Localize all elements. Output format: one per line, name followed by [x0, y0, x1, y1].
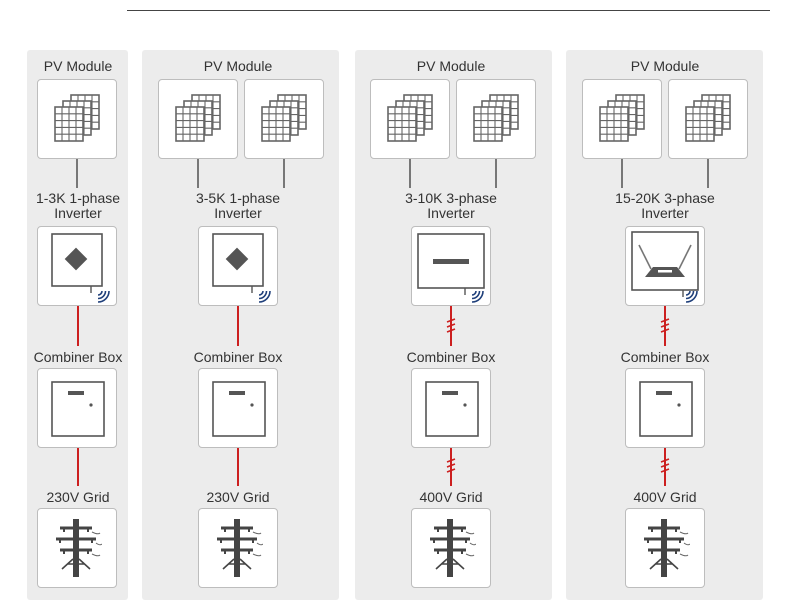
combiner-box-icon	[212, 381, 266, 437]
inverter-rating-label: 15-20K 3-phase	[615, 190, 715, 206]
ac-wire	[664, 448, 666, 486]
pv-module-card	[244, 79, 324, 159]
dc-wire	[621, 159, 623, 188]
power-tower-icon	[217, 519, 263, 577]
combiner-box-card	[411, 368, 491, 448]
solar-panel-icon	[261, 94, 307, 142]
power-tower-icon	[430, 519, 476, 577]
grid-card	[625, 508, 705, 588]
inverter-label: Inverter	[427, 205, 475, 221]
wifi-signal-icon	[258, 290, 271, 303]
inverter-rating-label: 1-3K 1-phase	[35, 190, 121, 206]
three-phase-marker	[660, 458, 670, 473]
pv-module-label: PV Module	[416, 58, 486, 74]
top-divider	[127, 10, 770, 11]
grid-label: 400V Grid	[419, 489, 483, 505]
inverter-card	[198, 226, 278, 306]
solar-panel-icon	[54, 94, 100, 142]
solar-panel-icon	[175, 94, 221, 142]
grid-label: 230V Grid	[46, 489, 110, 505]
inverter-icon	[51, 233, 103, 293]
three-phase-marker	[446, 458, 456, 473]
wifi-signal-icon	[97, 290, 110, 303]
pv-module-card	[582, 79, 662, 159]
combiner-box-label: Combiner Box	[620, 349, 710, 365]
inverter-icon	[631, 231, 699, 297]
dc-wire	[283, 159, 285, 188]
inverter-rating-label: 3-5K 1-phase	[195, 190, 281, 206]
inverter-icon	[212, 233, 264, 293]
three-phase-marker	[446, 318, 456, 333]
combiner-box-label: Combiner Box	[33, 349, 123, 365]
combiner-box-card	[625, 368, 705, 448]
inverter-rating-label: 3-10K 3-phase	[405, 190, 497, 206]
grid-card	[37, 508, 117, 588]
combiner-box-label: Combiner Box	[406, 349, 496, 365]
ac-wire	[77, 306, 79, 346]
inverter-card	[411, 226, 491, 306]
pv-module-card	[668, 79, 748, 159]
dc-wire	[495, 159, 497, 188]
pv-module-card	[158, 79, 238, 159]
combiner-box-icon	[425, 381, 479, 437]
pv-module-card	[456, 79, 536, 159]
power-tower-icon	[56, 519, 102, 577]
power-tower-icon	[644, 519, 690, 577]
ac-wire	[237, 448, 239, 486]
inverter-icon	[417, 233, 485, 295]
inverter-label: Inverter	[641, 205, 689, 221]
inverter-label: Inverter	[214, 205, 262, 221]
wifi-signal-icon	[471, 290, 484, 303]
three-phase-marker	[660, 318, 670, 333]
combiner-box-icon	[51, 381, 105, 437]
grid-card	[411, 508, 491, 588]
combiner-box-icon	[639, 381, 693, 437]
grid-card	[198, 508, 278, 588]
pv-module-label: PV Module	[43, 58, 113, 74]
inverter-label: Inverter	[54, 205, 102, 221]
combiner-box-card	[37, 368, 117, 448]
ac-wire	[450, 448, 452, 486]
ac-wire	[77, 448, 79, 486]
solar-panel-icon	[599, 94, 645, 142]
dc-wire	[197, 159, 199, 188]
inverter-card	[37, 226, 117, 306]
wifi-signal-icon	[685, 290, 698, 303]
combiner-box-card	[198, 368, 278, 448]
dc-wire	[409, 159, 411, 188]
pv-module-label: PV Module	[630, 58, 700, 74]
ac-wire	[237, 306, 239, 346]
combiner-box-label: Combiner Box	[193, 349, 283, 365]
inverter-card	[625, 226, 705, 306]
dc-wire	[76, 159, 78, 188]
grid-label: 230V Grid	[206, 489, 270, 505]
solar-panel-icon	[685, 94, 731, 142]
solar-panel-icon	[387, 94, 433, 142]
pv-module-card	[370, 79, 450, 159]
pv-module-label: PV Module	[203, 58, 273, 74]
pv-module-card	[37, 79, 117, 159]
solar-panel-icon	[473, 94, 519, 142]
dc-wire	[707, 159, 709, 188]
grid-label: 400V Grid	[633, 489, 697, 505]
